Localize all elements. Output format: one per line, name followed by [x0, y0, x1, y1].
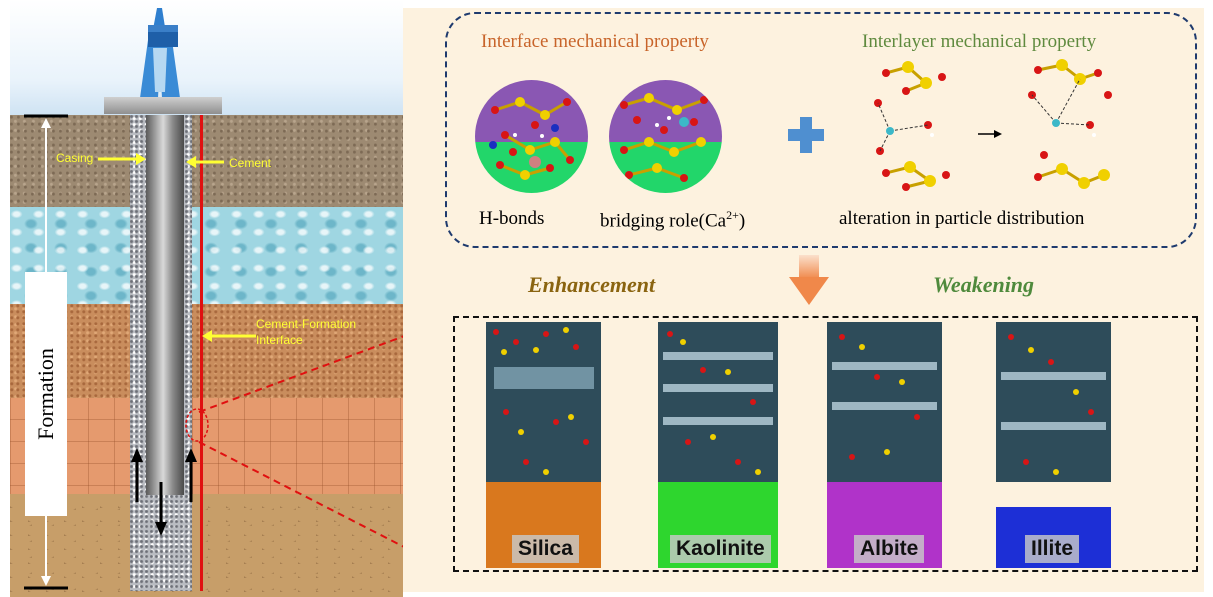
silica-label: Silica	[512, 535, 579, 563]
casing-pipe	[146, 115, 184, 495]
interface-label-line2: Interface	[256, 333, 303, 347]
down-arrow-icon	[789, 255, 829, 305]
kaolinite-simulation	[658, 322, 778, 568]
interface-mechanical-title: Interface mechanical property	[481, 31, 709, 52]
flow-arrows-icon	[131, 448, 197, 536]
rock-layer	[10, 494, 403, 597]
bridging-label: bridging role(Ca2+)	[600, 208, 745, 232]
plus-icon-vertical	[800, 117, 812, 153]
cement-formation-interface-line	[200, 115, 203, 591]
alteration-label: alteration in particle distribution	[839, 208, 1085, 229]
illite-snapshot	[996, 322, 1111, 568]
hbonds-label: H-bonds	[479, 208, 545, 229]
sky-background	[10, 0, 403, 115]
hbonds-molecular-view	[475, 80, 588, 193]
bridging-label-close: )	[738, 210, 746, 232]
casing-arrow-icon	[98, 153, 146, 165]
bridging-molecular-view	[609, 80, 722, 193]
wellbore-panel: Casing Cement Cement-Formation Interface	[0, 0, 403, 597]
albite-label: Albite	[854, 535, 925, 563]
formation-label-box: Formation	[25, 272, 67, 516]
illite-label: Illite	[1025, 535, 1080, 563]
albite-simulation	[827, 322, 942, 568]
clay-layer	[10, 398, 403, 494]
kaolinite-snapshot	[658, 322, 778, 568]
cement-arrow-icon	[186, 156, 224, 168]
zoom-connector-lines	[198, 317, 454, 573]
silica-snapshot	[486, 322, 601, 568]
kaolinite-label: Kaolinite	[670, 535, 771, 563]
transition-arrow-icon	[978, 130, 1002, 138]
weakening-label: Weakening	[933, 272, 1035, 297]
interlayer-mechanical-title: Interlayer mechanical property	[862, 31, 1097, 52]
silica-simulation	[486, 322, 601, 568]
water-layer	[10, 207, 403, 304]
bridging-label-text: bridging role(Ca	[600, 210, 727, 232]
interlayer-after-molecule	[1028, 59, 1112, 189]
simulation-box	[453, 316, 1198, 572]
interlayer-before-molecule	[874, 61, 950, 191]
sand-layer	[10, 304, 403, 398]
enhancement-label: Enhancement	[528, 272, 656, 297]
illite-simulation	[996, 322, 1111, 568]
derrick-icon	[140, 8, 180, 98]
interface-arrow-icon	[202, 330, 256, 342]
albite-snapshot	[827, 322, 942, 568]
mechanism-box	[445, 12, 1197, 248]
wellhead-platform	[104, 97, 222, 114]
cement-label: Cement	[229, 156, 272, 170]
zoom-circle-icon	[185, 408, 209, 442]
formation-label: Formation	[33, 348, 59, 440]
bridging-label-sup: 2+	[726, 208, 739, 222]
interface-label-line1: Cement-Formation	[256, 317, 357, 331]
casing-label: Casing	[56, 151, 94, 165]
